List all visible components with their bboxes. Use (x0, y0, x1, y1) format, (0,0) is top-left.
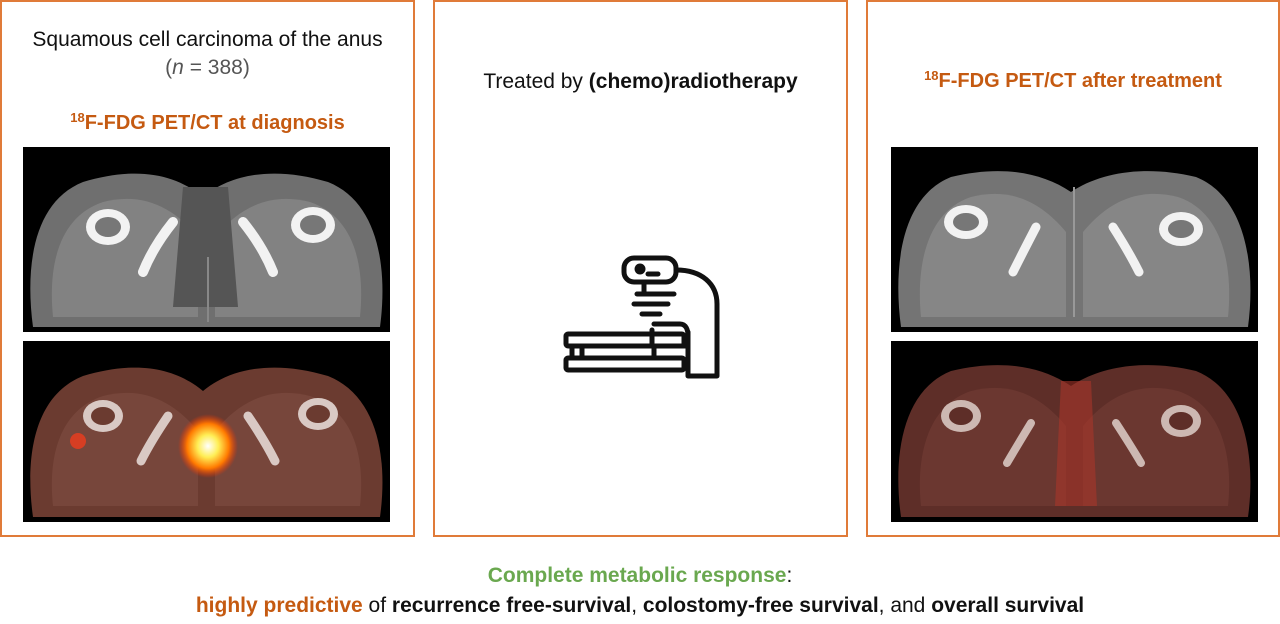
n-var: n (172, 56, 184, 79)
pet-sup: 18 (70, 110, 85, 125)
treated-by-text: Treated by (483, 70, 589, 93)
pet-label: F-FDG PET/CT after treatment (938, 70, 1222, 92)
pet-diagnosis-heading: 18F-FDG PET/CT at diagnosis (2, 110, 413, 135)
therapy-text: (chemo)radiotherapy (588, 70, 798, 93)
outcome-overall: overall survival (931, 594, 1085, 617)
pet-after-heading: 18F-FDG PET/CT after treatment (868, 68, 1278, 93)
cancer-title: Squamous cell carcinoma of the anus (32, 28, 383, 51)
sample-size: (n = 388) (2, 56, 413, 80)
pet-sup: 18 (924, 68, 939, 83)
response-label: Complete metabolic response (487, 564, 787, 587)
panel-after-treatment: 18F-FDG PET/CT after treatment (866, 0, 1280, 537)
separator-1: , (631, 594, 643, 617)
pet-scan-diagnosis (23, 341, 390, 522)
treatment-heading: Treated by (chemo)radiotherapy (435, 70, 846, 94)
pet-scan-after (891, 341, 1258, 522)
radiotherapy-machine-icon (562, 254, 722, 387)
colon: : (786, 564, 793, 587)
ct-scan-after (891, 147, 1258, 332)
n-prefix: ( (165, 56, 173, 79)
outcome-colostomy: colostomy-free survival (642, 594, 879, 617)
panel-treatment: Treated by (chemo)radiotherapy (433, 0, 848, 537)
footer-line-1: Complete metabolic response: (0, 564, 1280, 588)
separator-2: , and (878, 594, 932, 617)
pet-label: F-FDG PET/CT at diagnosis (84, 112, 345, 134)
panel-title: Squamous cell carcinoma of the anus (2, 28, 413, 52)
predictive-label: highly predictive (195, 594, 363, 617)
n-rest: = 388) (183, 56, 250, 79)
of-text: of (362, 594, 392, 617)
panel-diagnosis: Squamous cell carcinoma of the anus (n =… (0, 0, 415, 537)
outcome-recurrence: recurrence free-survival (391, 594, 632, 617)
ct-scan-diagnosis (23, 147, 390, 332)
footer-line-2: highly predictive of recurrence free-sur… (0, 594, 1280, 618)
